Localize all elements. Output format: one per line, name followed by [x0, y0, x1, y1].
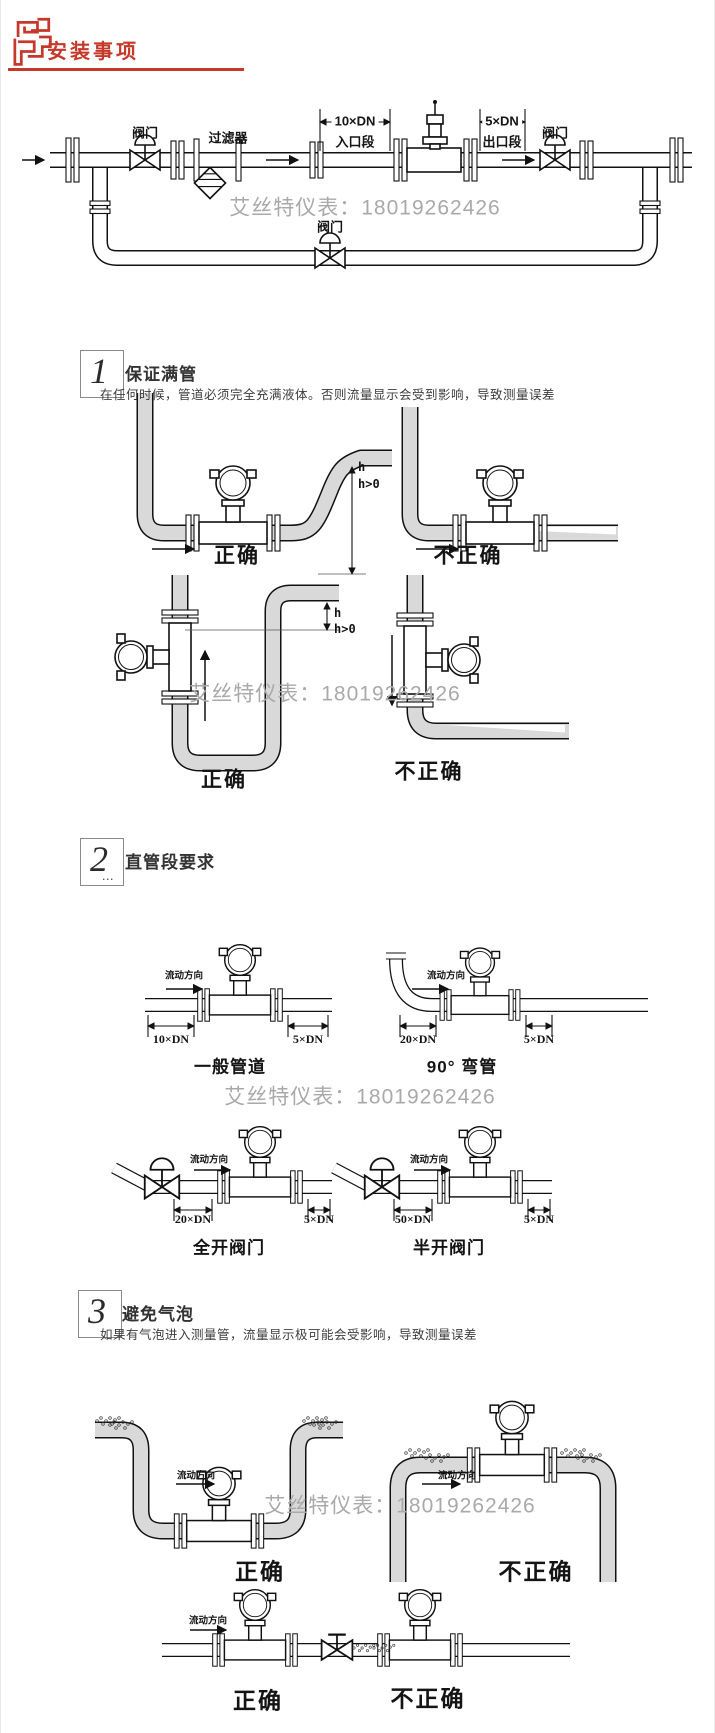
incorrect-label: 不正确 [433, 544, 503, 568]
section-3-title: 避免气泡 [122, 1305, 194, 1324]
straight-run-general-elbow-diagram [145, 943, 648, 1037]
section-1-title: 保证满管 [125, 365, 197, 384]
watermark-text: 艾丝特仪表：18019262426 [264, 1494, 536, 1518]
pipeline-overview-diagram [22, 100, 692, 269]
watermark-text: 艾丝特仪表：18019262426 [224, 1085, 496, 1109]
section-1-desc: 在任何时候，管道必须完全充满液体。否则流量显示会受到影响，导致测量误差 [100, 388, 556, 402]
flow-direction-label: 流动方向 [426, 970, 466, 982]
filter-label: 过滤器 [208, 130, 248, 146]
correct-label: 正确 [235, 1558, 285, 1585]
flow-direction-label: 流动方向 [176, 1470, 216, 1482]
inlet-dim-label: 10×DN [331, 114, 379, 128]
flowmeter-icon [211, 1588, 299, 1667]
bypass-valve-label: 阀门 [316, 219, 344, 235]
straight-run-valve-diagram [111, 1125, 552, 1221]
inlet-dim-label: 20×DN [174, 1212, 212, 1226]
flowmeter-icon [439, 947, 521, 1021]
lattice-logo-icon [13, 17, 52, 66]
outlet-dim-label: 5×DN [523, 1032, 555, 1046]
section-2-number-box: 2 [80, 838, 124, 886]
flowmeter-icon [436, 1125, 524, 1204]
section-1-number-box: 1 [80, 350, 124, 398]
full-pipe-vertical-diagram [114, 575, 569, 772]
full-pipe-horizontal-diagram [136, 393, 618, 575]
flowmeter-body [406, 147, 462, 173]
diagram-caption-90-elbow: 90° 弯管 [426, 1057, 498, 1077]
incorrect-label: 不正确 [390, 1685, 466, 1712]
diagram-caption-half-valve: 半开阀门 [413, 1238, 485, 1258]
section-3-number: 3 [88, 1291, 106, 1331]
inlet-section-label: 入口段 [335, 134, 375, 150]
correct-label: 正确 [214, 544, 260, 568]
h-label: h [334, 606, 342, 620]
draining-liquid-gap [447, 725, 565, 733]
inlet-dim-label: 20×DN [399, 1032, 437, 1046]
flowmeter-icon [376, 1588, 464, 1667]
section-3-desc: 如果有气泡进入测量管，流量显示极可能会受影响，导致测量误差 [100, 1328, 478, 1342]
diagram-caption-open-valve: 全开阀门 [193, 1238, 265, 1258]
incorrect-label: 不正确 [498, 1558, 574, 1585]
h-gt0-label: h>0 [334, 622, 356, 636]
flow-direction-label: 流动方向 [437, 1470, 477, 1482]
flowmeter-icon [216, 1125, 304, 1204]
page-title: 安装事项 [47, 41, 139, 63]
correct-label: 正确 [201, 768, 247, 792]
section-2-number: 2 [90, 839, 108, 879]
outlet-dim-label: 5×DN [523, 1212, 555, 1226]
valve-label: 阀门 [131, 125, 159, 141]
watermark-text: 艾丝特仪表：18019262426 [229, 196, 501, 220]
bubble-avoidance-diagram [95, 1400, 617, 1582]
flowmeter-icon [114, 609, 199, 705]
strainer-icon [193, 166, 227, 200]
h-gt0-label: h>0 [358, 477, 380, 491]
section-2-desc: ... [102, 869, 114, 883]
flow-direction-label: 流动方向 [164, 970, 204, 982]
outlet-dim-label: 5×DN [292, 1032, 324, 1046]
watermark-text: 艾丝特仪表：18019262426 [189, 682, 461, 706]
section-1-number: 1 [90, 351, 108, 391]
bubbles-after-valve-diagram [162, 1588, 570, 1667]
header-underline [8, 68, 244, 71]
inlet-dim-label: 50×DN [394, 1212, 432, 1226]
inlet-dim-label: 10×DN [152, 1032, 190, 1046]
outlet-dim-label: 5×DN [482, 114, 522, 128]
section-3-number-box: 3 [78, 1290, 122, 1338]
flow-direction-label: 流动方向 [188, 1615, 228, 1627]
bubbles-icon [404, 1448, 430, 1458]
section-2-title: 直管段要求 [125, 853, 215, 872]
outlet-dim-label: 5×DN [303, 1212, 335, 1226]
flow-direction-label: 流动方向 [409, 1154, 449, 1166]
outlet-section-label: 出口段 [482, 134, 522, 150]
incorrect-label: 不正确 [394, 760, 464, 784]
transmitter-icon [422, 100, 448, 150]
valve-label: 阀门 [541, 125, 569, 141]
flow-direction-label: 流动方向 [189, 1154, 229, 1166]
flowmeter-icon [185, 465, 281, 552]
flowmeter-icon [196, 943, 284, 1022]
correct-label: 正确 [233, 1687, 283, 1714]
h-label: h [358, 460, 366, 474]
flowmeter-icon [466, 1400, 558, 1483]
diagram-caption-general-pipe: 一般管道 [194, 1057, 266, 1077]
flowmeter-icon [452, 465, 548, 552]
